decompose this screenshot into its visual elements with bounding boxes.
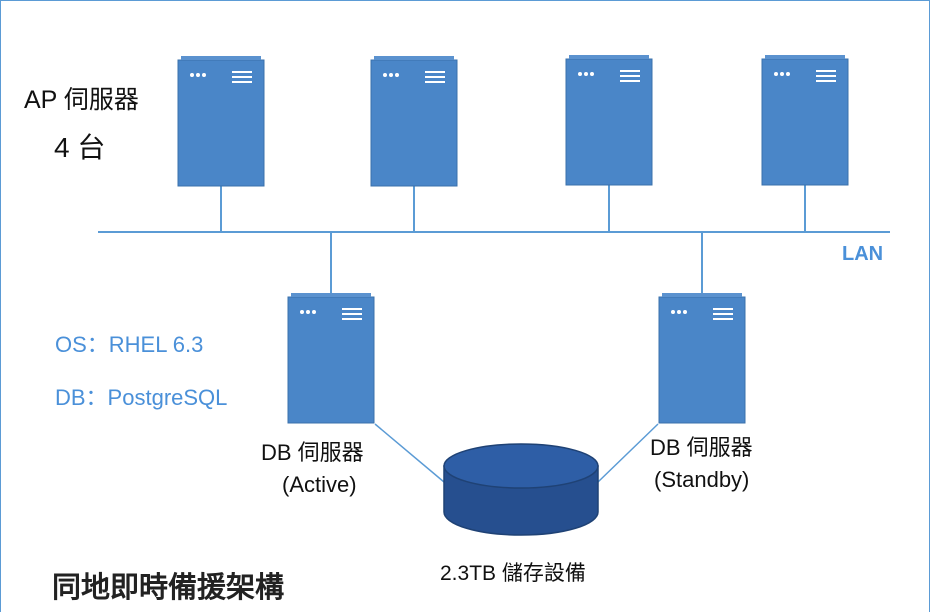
ap-server-3-icon bbox=[565, 54, 653, 186]
ap-server-count: 4 台 bbox=[54, 132, 105, 163]
db-standby-label: DB 伺服器 bbox=[650, 435, 753, 460]
ap-server-label: AP 伺服器 bbox=[24, 86, 139, 114]
ap-server-4-icon bbox=[761, 54, 849, 186]
db-active-role: (Active) bbox=[282, 472, 357, 497]
db-standby-server-icon bbox=[658, 292, 746, 424]
ap-server-2-icon bbox=[370, 55, 458, 187]
storage-cylinder-icon bbox=[443, 443, 599, 536]
standby-storage-link bbox=[597, 423, 659, 483]
db-active-label: DB 伺服器 bbox=[261, 440, 364, 465]
diagram-title: 同地即時備援架構 bbox=[52, 571, 284, 604]
ap-server-1-icon bbox=[177, 55, 265, 187]
db-info: DB：PostgreSQL bbox=[55, 385, 227, 410]
active-storage-link bbox=[374, 423, 445, 483]
os-info: OS：RHEL 6.3 bbox=[55, 332, 203, 357]
lan-label: LAN bbox=[842, 243, 883, 265]
db-standby-role: (Standby) bbox=[654, 467, 749, 492]
storage-label: 2.3TB 儲存設備 bbox=[440, 562, 586, 585]
db-active-server-icon bbox=[287, 292, 375, 424]
